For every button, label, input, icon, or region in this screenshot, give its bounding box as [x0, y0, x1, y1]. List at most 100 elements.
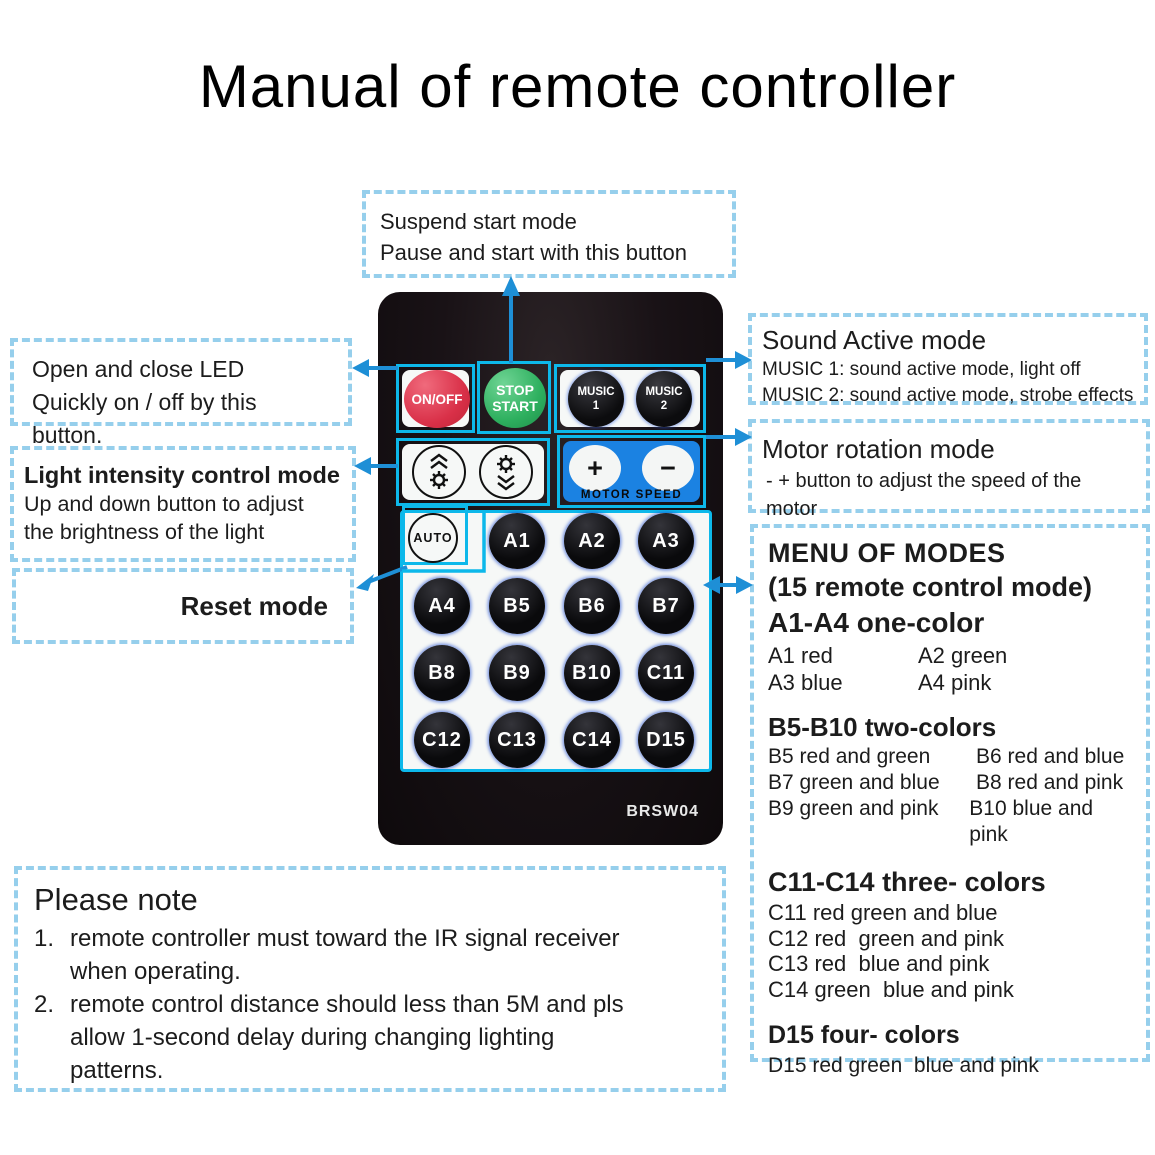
key-A4[interactable]: A4 — [414, 578, 470, 634]
light-intensity-line2: the brightness of the light — [24, 520, 265, 544]
music1-button[interactable]: MUSIC 1 — [568, 371, 624, 427]
sound-active-note: Sound Active mode MUSIC 1: sound active … — [748, 313, 1148, 406]
open-close-line1: Open and close LED — [32, 356, 245, 382]
key-A2[interactable]: A2 — [564, 513, 620, 569]
key-B5[interactable]: B5 — [489, 578, 545, 634]
key-C13[interactable]: C13 — [489, 712, 545, 768]
section-a-heading: A1-A4 one-color — [768, 607, 985, 638]
suspend-line1: Suspend start mode — [380, 209, 577, 234]
on-off-label: ON/OFF — [411, 391, 463, 407]
arrow-diag-to-reset — [356, 574, 374, 591]
mode-entry: A2 green — [918, 643, 1008, 668]
arrow-left-to-open-close — [352, 359, 369, 377]
section-b-row: B9 green and pink B10 blue and pink — [768, 796, 1132, 848]
page-title: Manual of remote controller — [198, 53, 957, 120]
section-b-row: B7 green and blue B8 red and pink — [768, 770, 1132, 796]
sound-active-title: Sound Active mode — [762, 325, 987, 355]
music2-button[interactable]: MUSIC 2 — [636, 371, 692, 427]
open-close-led-note: Open and close LED Quickly on / off by t… — [10, 338, 352, 448]
suspend-line2: Pause and start with this button — [380, 240, 687, 265]
key-B8[interactable]: B8 — [414, 645, 470, 701]
section-d-heading: D15 four- colors — [768, 1021, 960, 1049]
minus-icon: − — [660, 452, 676, 483]
stop-start-button[interactable]: STOP START — [484, 368, 546, 428]
mode-entry: B7 green and blue — [768, 771, 940, 794]
key-B9[interactable]: B9 — [489, 645, 545, 701]
brightness-up-button[interactable] — [412, 445, 466, 499]
menu-section-a: A1-A4 one-color A1 red A2 green A3 blue … — [768, 604, 1132, 696]
key-C12[interactable]: C12 — [414, 712, 470, 768]
menu-of-modes-box: MENU OF MODES (15 remote control mode) A… — [750, 524, 1150, 1077]
auto-button[interactable]: AUTO — [408, 513, 458, 563]
mode-entry: B9 green and pink — [768, 797, 939, 820]
key-A1[interactable]: A1 — [489, 513, 545, 569]
menu-subtitle: (15 remote control mode) — [768, 572, 1093, 602]
key-C11[interactable]: C11 — [638, 645, 694, 701]
section-a-row: A3 blue A4 pink — [768, 669, 1132, 696]
motor-speed-minus-button[interactable]: − — [642, 445, 694, 491]
section-c-row: C13 red blue and pink — [768, 951, 990, 976]
menu-section-c: C11-C14 three- colors C11 red green and … — [768, 864, 1132, 1002]
brightness-up-icon — [430, 453, 448, 489]
section-c-row: C12 red green and pink — [768, 925, 1005, 951]
section-c-row: C11 red green and blue — [768, 900, 998, 925]
section-a-row: A1 red A2 green — [768, 642, 1132, 669]
section-b-heading: B5-B10 two-colors — [768, 712, 997, 742]
open-close-line2: Quickly on / off by this button. — [32, 389, 257, 448]
music2-label: MUSIC — [645, 386, 683, 398]
music1-label: MUSIC — [577, 386, 615, 398]
mode-entry: B10 blue and pink — [969, 797, 1099, 846]
key-B7[interactable]: B7 — [638, 578, 694, 634]
note-item-text: remote control distance should less than… — [70, 991, 624, 1084]
mode-entry: B5 red and green — [768, 745, 931, 768]
stop-label: STOP — [496, 382, 534, 398]
brightness-down-button[interactable] — [479, 445, 533, 499]
reset-mode-label: Reset mode — [180, 590, 328, 621]
key-D15[interactable]: D15 — [638, 712, 694, 768]
motor-rotation-title: Motor rotation mode — [762, 434, 995, 464]
on-off-button[interactable]: ON/OFF — [404, 370, 470, 428]
model-number: BRSW04 — [626, 803, 699, 820]
start-label: START — [492, 398, 538, 414]
reset-mode-note: Reset mode — [12, 568, 354, 644]
note-item-number: 1. — [34, 925, 55, 952]
mode-entry: B6 red and blue — [976, 745, 1125, 768]
key-B10[interactable]: B10 — [564, 645, 620, 701]
section-c-heading: C11-C14 three- colors — [768, 867, 1046, 897]
light-intensity-title: Light intensity control mode — [24, 462, 340, 488]
light-intensity-note: Light intensity control mode Up and down… — [10, 446, 356, 562]
motor-speed-plus-button[interactable]: + — [569, 445, 621, 491]
music1-number: 1 — [592, 400, 600, 412]
suspend-start-note: Suspend start mode Pause and start with … — [362, 190, 736, 278]
brightness-group-highlight — [396, 438, 550, 506]
brightness-down-icon — [497, 455, 515, 491]
music2-number: 2 — [660, 400, 668, 412]
motor-rotation-note: Motor rotation mode - + button to adjust… — [748, 419, 1150, 520]
note-title: Please note — [34, 882, 198, 917]
power-group-highlight: ON/OFF — [396, 364, 475, 433]
note-item: 2. remote control distance should less t… — [34, 988, 706, 1087]
motor-speed-group-highlight: + − MOTOR SPEED — [557, 435, 706, 508]
motor-speed-label: MOTOR SPEED — [580, 489, 683, 501]
section-b-row: B5 red and green B6 red and blue — [768, 744, 1132, 770]
sound-active-line1: MUSIC 1: sound active mode, light off — [762, 359, 1081, 380]
note-item-number: 2. — [34, 991, 55, 1018]
key-A3[interactable]: A3 — [638, 513, 694, 569]
menu-title: MENU OF MODES — [768, 538, 1006, 568]
note-item: 1. remote controller must toward the IR … — [34, 922, 706, 988]
stop-start-group-highlight: STOP START — [477, 361, 551, 434]
plus-icon: + — [587, 452, 603, 483]
key-C14[interactable]: C14 — [564, 712, 620, 768]
key-B6[interactable]: B6 — [564, 578, 620, 634]
menu-section-b: B5-B10 two-colors B5 red and green B6 re… — [768, 710, 1132, 848]
please-note-box: Please note 1. remote controller must to… — [14, 866, 726, 1092]
music-group-highlight: MUSIC 1 MUSIC 2 — [554, 364, 706, 433]
mode-entry: A3 blue — [768, 670, 843, 695]
arrow-left-to-light-intensity — [354, 457, 371, 475]
section-d-row: D15 red green blue and pink — [768, 1054, 1039, 1077]
mode-entry: A1 red — [768, 643, 833, 668]
note-item-text: remote controller must toward the IR sig… — [70, 925, 620, 985]
sound-active-line2: MUSIC 2: sound active mode, strobe effec… — [762, 385, 1134, 406]
light-intensity-line1: Up and down button to adjust — [24, 492, 304, 516]
